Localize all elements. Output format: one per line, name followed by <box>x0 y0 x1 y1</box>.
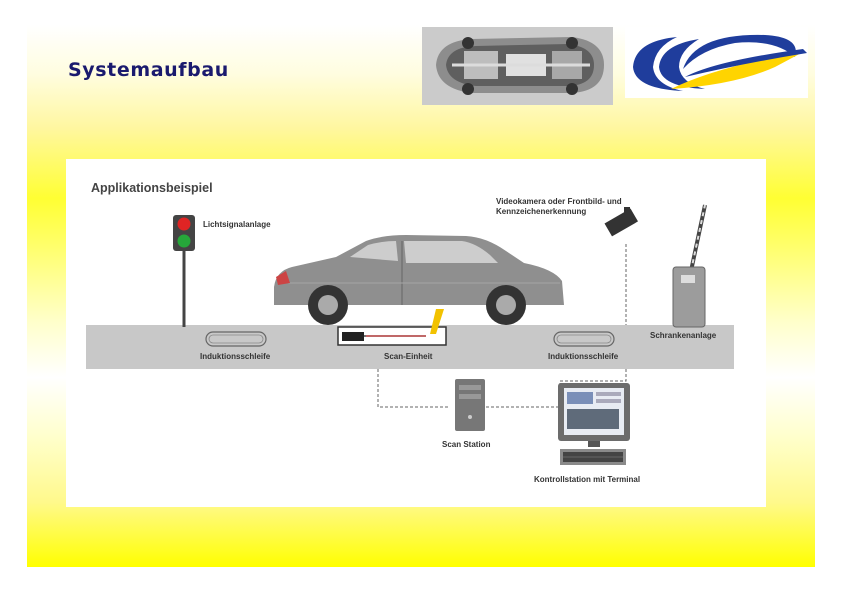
label-traffic-light: Lichtsignalanlage <box>203 220 271 229</box>
induction-loop-left <box>205 331 267 347</box>
label-camera-line1: Videokamera oder Frontbild- und <box>496 197 622 206</box>
car-underside-photo <box>422 27 613 105</box>
scan-beam <box>430 309 444 334</box>
diagram-heading: Applikationsbeispiel <box>91 181 213 195</box>
cable-scan-station <box>377 369 450 408</box>
slide-title: Systemaufbau <box>68 59 229 81</box>
barrier <box>672 204 707 328</box>
label-induction-loop-right: Induktionsschleife <box>548 352 619 361</box>
scan-station-tower <box>455 379 485 431</box>
label-scan-unit: Scan-Einheit <box>384 352 433 361</box>
video-camera <box>604 207 638 325</box>
label-barrier: Schrankenanlage <box>650 331 717 340</box>
label-induction-loop-left: Induktionsschleife <box>200 352 271 361</box>
cable-control-station <box>486 369 627 408</box>
label-scan-station: Scan Station <box>442 440 491 449</box>
car-illustration <box>274 235 564 325</box>
label-control-station: Kontrollstation mit Terminal <box>534 475 641 484</box>
control-station-terminal <box>558 383 630 465</box>
diagram-graphics <box>86 204 734 465</box>
company-logo <box>625 27 808 98</box>
application-diagram: Applikationsbeispiel Lichtsignalanlage V… <box>66 159 766 507</box>
label-camera-line2: Kennzeichenerkennung <box>496 207 587 216</box>
induction-loop-right <box>553 331 615 347</box>
